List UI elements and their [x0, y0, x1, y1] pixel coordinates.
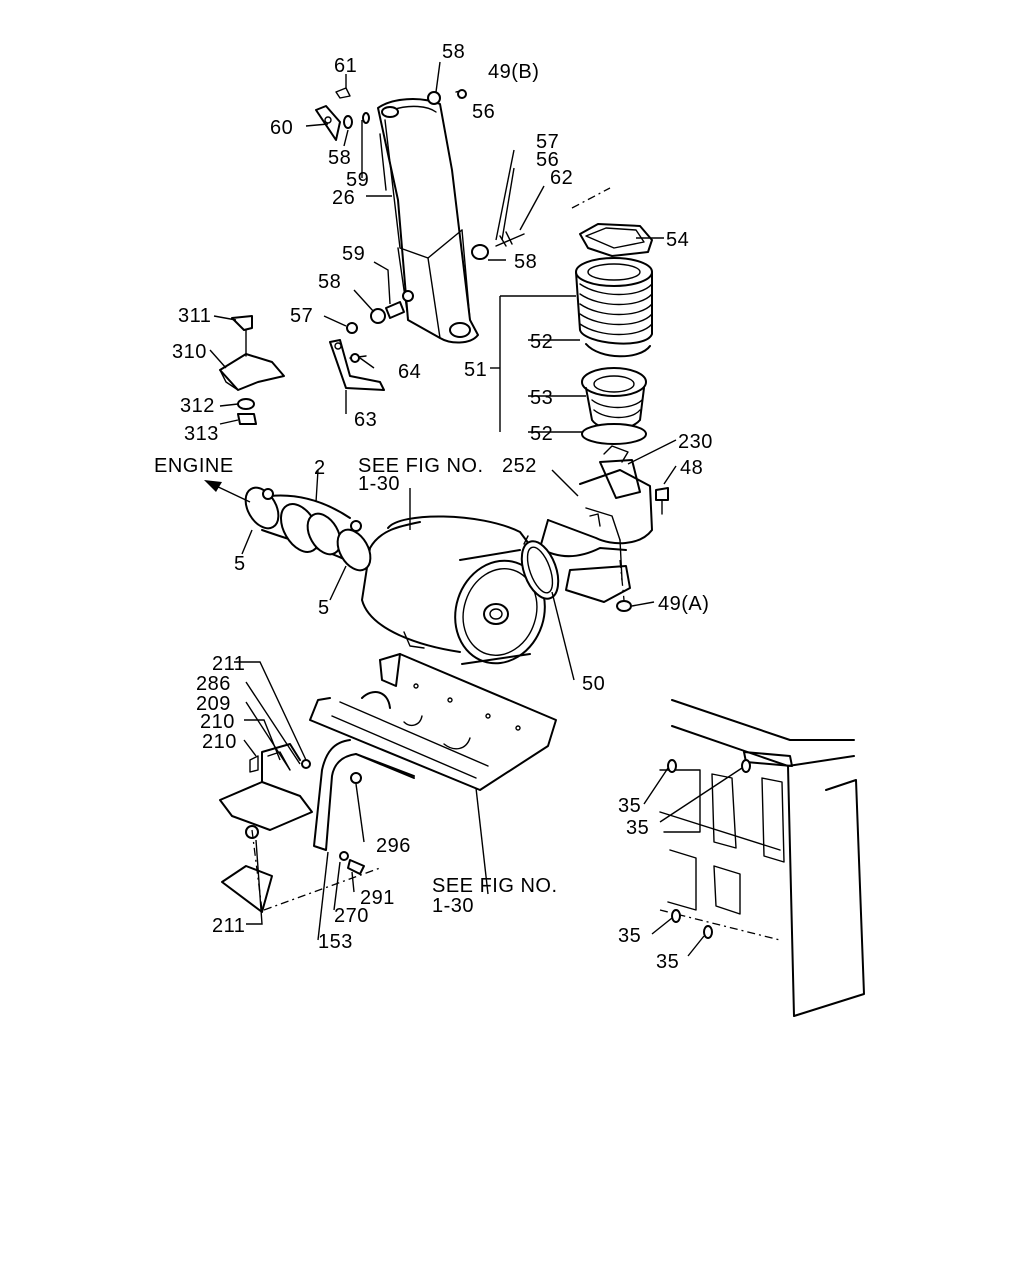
- callout-310: 310: [172, 341, 207, 363]
- filter-element-53: [581, 367, 647, 445]
- filter-element-52-upper: [575, 257, 653, 358]
- callout-311: 311: [178, 305, 211, 327]
- callout-57: 57: [536, 131, 559, 153]
- callout-62: 62: [550, 167, 573, 189]
- callout-50: 50: [582, 673, 605, 695]
- callout-2: 2: [314, 457, 326, 479]
- callout-61: 61: [334, 55, 357, 77]
- see-fig-note-lower: SEE FIG NO.: [432, 875, 558, 897]
- callout-63: 63: [354, 409, 377, 431]
- callout-5: 5: [318, 597, 330, 619]
- callout-53: 53: [530, 387, 553, 409]
- callout-270: 270: [334, 905, 369, 927]
- callout-58: 58: [318, 271, 341, 293]
- callout-35: 35: [626, 817, 649, 839]
- callout-56: 56: [472, 101, 495, 123]
- callout-35: 35: [618, 795, 641, 817]
- callout-58: 58: [514, 251, 537, 273]
- lower-mount-frame: [309, 653, 557, 851]
- callout-230: 230: [678, 431, 713, 453]
- callout-52: 52: [530, 331, 553, 353]
- callout-49b: 49(B): [488, 61, 539, 83]
- callout-35: 35: [656, 951, 679, 973]
- bracket-63: [329, 339, 385, 391]
- callout-48: 48: [680, 457, 703, 479]
- callout-bracket-51: [490, 295, 576, 432]
- bolt-291: [339, 851, 365, 875]
- callout-312: 312: [180, 395, 215, 417]
- filter-cap-54: [571, 187, 653, 257]
- see-fig-note-upper-ref: 1-30: [358, 473, 400, 495]
- callout-49a: 49(A): [658, 593, 709, 615]
- callout-291: 291: [360, 887, 395, 909]
- callout-210: 210: [202, 731, 237, 753]
- callout-54: 54: [666, 229, 689, 251]
- hardware-mid: [346, 290, 414, 334]
- hardware-top-right: [427, 89, 525, 260]
- callout-210: 210: [200, 711, 235, 733]
- callout-313: 313: [184, 423, 219, 445]
- callout-296: 296: [376, 835, 411, 857]
- callout-56: 56: [536, 149, 559, 171]
- bracket-310: [219, 315, 285, 425]
- bracket-209: [219, 743, 313, 913]
- callout-51: 51: [464, 359, 487, 381]
- see-fig-note-upper: SEE FIG NO.: [358, 455, 484, 477]
- hose-2: [244, 486, 372, 572]
- callout-211: 211: [212, 653, 245, 675]
- bracket-60: [315, 87, 370, 141]
- callout-286: 286: [196, 673, 231, 695]
- air-cleaner-body: [361, 515, 549, 665]
- callout-labels: 61 58 49(B) 56 60 58 59 26 57 56 62 54 5…: [154, 41, 713, 973]
- elbow-252: [539, 445, 669, 612]
- callout-35: 35: [618, 925, 641, 947]
- leader-lines: [209, 61, 743, 957]
- callout-211: 211: [212, 915, 245, 937]
- callout-153: 153: [318, 931, 353, 953]
- engine-direction-label: ENGINE: [154, 455, 234, 477]
- clamp-50: [520, 535, 560, 600]
- callout-59: 59: [342, 243, 365, 265]
- callout-59: 59: [346, 169, 369, 191]
- intake-duct-26: [377, 98, 479, 344]
- see-fig-note-lower-ref: 1-30: [432, 895, 474, 917]
- callout-58: 58: [442, 41, 465, 63]
- callout-58: 58: [328, 147, 351, 169]
- callout-252: 252: [502, 455, 537, 477]
- callout-52: 52: [530, 423, 553, 445]
- cab-illustration: [659, 699, 865, 1017]
- callout-57: 57: [290, 305, 313, 327]
- callout-209: 209: [196, 693, 231, 715]
- callout-5: 5: [234, 553, 246, 575]
- callout-26: 26: [332, 187, 355, 209]
- center-lines: [251, 559, 625, 911]
- engine-arrow: [204, 480, 251, 503]
- callout-60: 60: [270, 117, 293, 139]
- callout-64: 64: [398, 361, 421, 383]
